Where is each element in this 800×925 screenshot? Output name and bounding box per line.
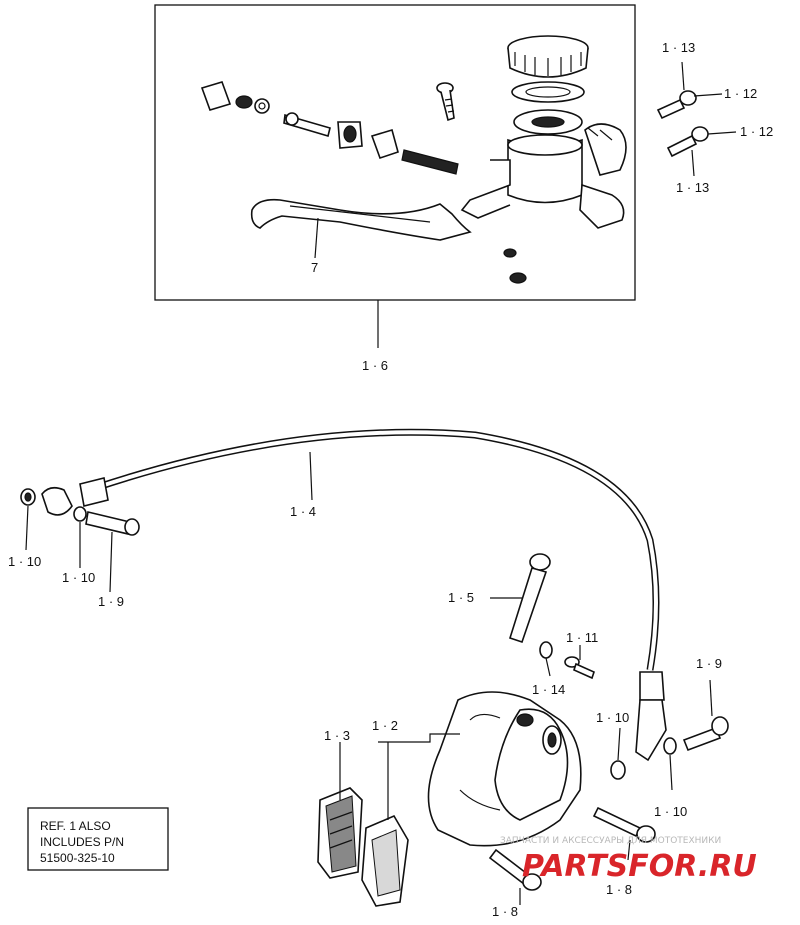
- leader-1-14: [545, 657, 551, 677]
- callout-1-12-top: 1 · 12: [724, 86, 757, 101]
- note-line-3: 51500-325-10: [40, 851, 115, 865]
- leader-1-2: [378, 733, 460, 743]
- callout-7: 7: [311, 260, 318, 275]
- callout-1-11: 1 · 11: [566, 630, 598, 645]
- lever-hardware: [200, 81, 459, 175]
- oil-bolt-lower: [666, 126, 737, 177]
- brake-caliper: [427, 691, 582, 847]
- leader-7: [314, 217, 319, 259]
- callout-1-10-b: 1 · 10: [62, 570, 95, 585]
- pad-pin: [490, 553, 551, 644]
- callout-1-2: 1 · 2: [372, 718, 398, 733]
- callout-1-5: 1 · 5: [448, 590, 474, 605]
- pivot-bolt: [436, 82, 455, 122]
- screw-small: [503, 248, 517, 258]
- brake-lever: [250, 198, 472, 241]
- callout-1-14: 1 · 14: [532, 682, 565, 697]
- callout-1-8-left: 1 · 8: [492, 904, 518, 919]
- callout-1-3: 1 · 3: [324, 728, 350, 743]
- caliper-bolt-right: [592, 806, 656, 861]
- master-cylinder-body: [460, 123, 627, 229]
- brake-pads: [317, 787, 409, 907]
- clip-1-14: [539, 641, 553, 659]
- note-line-1: REF. 1 ALSO: [40, 819, 111, 833]
- screw-1-11: [564, 645, 595, 680]
- oil-bolt-upper: [656, 61, 723, 120]
- caliper-bolt-left: [488, 848, 542, 905]
- callout-1-10-a: 1 · 10: [8, 554, 41, 569]
- watermark-logo: PARTSFOR.RU: [522, 849, 757, 884]
- nut-small: [509, 272, 527, 284]
- callout-1-9-left: 1 · 9: [98, 594, 124, 609]
- leader-1-4: [309, 451, 313, 501]
- brake-hose: [79, 428, 667, 762]
- hose-fitting-right: [610, 679, 729, 791]
- callout-1-8-right: 1 · 8: [606, 882, 632, 897]
- callout-1-13-top: 1 · 13: [662, 40, 695, 55]
- callout-1-13-mid: 1 · 13: [676, 180, 709, 195]
- reservoir-cap: [507, 35, 589, 78]
- callout-1-4: 1 · 4: [290, 504, 316, 519]
- diaphragm: [513, 109, 583, 135]
- callout-1-12-mid: 1 · 12: [740, 124, 773, 139]
- watermark-tagline: ЗАПЧАСТИ И АКСЕССУАРЫ ДЛЯ МОТОТЕХНИКИ: [500, 836, 721, 846]
- callout-1-10-d: 1 · 10: [654, 804, 687, 819]
- cap-plate: [511, 81, 585, 103]
- callout-1-6: 1 · 6: [362, 358, 388, 373]
- hose-fitting-left: [20, 486, 140, 593]
- note-line-2: INCLUDES P/N: [40, 835, 124, 849]
- callout-1-9-right: 1 · 9: [696, 656, 722, 671]
- callout-1-10-c: 1 · 10: [596, 710, 629, 725]
- master-cylinder-group-frame: [154, 4, 636, 301]
- note-box: [27, 807, 169, 871]
